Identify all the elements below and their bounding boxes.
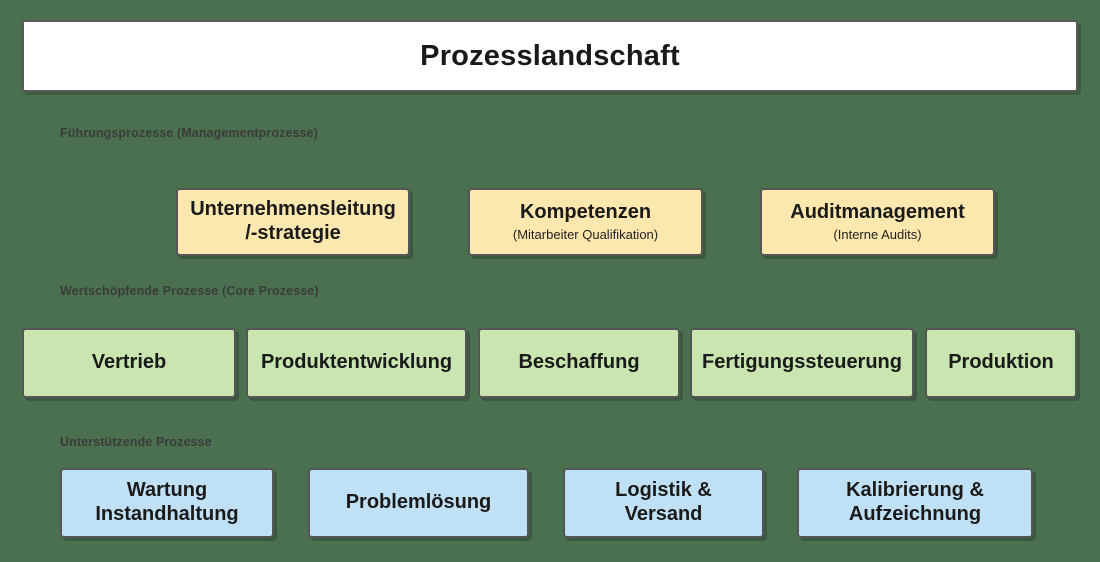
- process-box-title-line2: Versand: [624, 503, 703, 525]
- process-box-kalibrierung-aufzeichnung[interactable]: Kalibrierung & Aufzeichnung: [797, 468, 1033, 538]
- process-box-title-line2: Aufzeichnung: [848, 503, 982, 525]
- process-box-auditmanagement[interactable]: Auditmanagement (Interne Audits): [760, 188, 995, 256]
- process-box-unternehmensleitung[interactable]: Unternehmensleitung /-strategie: [176, 188, 410, 256]
- process-box-title: Unternehmensleitung: [190, 198, 396, 221]
- process-box-title: Produktion: [948, 351, 1054, 374]
- process-box-title: Produktentwicklung: [260, 351, 453, 374]
- process-box-title-line2: /-strategie: [245, 222, 341, 244]
- process-box-title: Problemlösung: [345, 491, 492, 514]
- section-label-support: Unterstützende Prozesse: [60, 435, 212, 449]
- process-box-produktion[interactable]: Produktion: [925, 328, 1077, 398]
- process-box-title: Auditmanagement: [790, 201, 965, 224]
- process-box-subtitle: (Interne Audits): [833, 227, 922, 242]
- process-box-title: Logistik &: [615, 479, 712, 502]
- process-box-title: Fertigungssteuerung: [701, 351, 902, 374]
- process-box-title: Kompetenzen: [519, 201, 652, 224]
- process-box-problemloesung[interactable]: Problemlösung: [308, 468, 529, 538]
- process-box-vertrieb[interactable]: Vertrieb: [22, 328, 236, 398]
- process-box-produktentwicklung[interactable]: Produktentwicklung: [246, 328, 467, 398]
- process-box-kompetenzen[interactable]: Kompetenzen (Mitarbeiter Qualifikation): [468, 188, 703, 256]
- process-box-title: Beschaffung: [518, 351, 640, 374]
- page-title: Prozesslandschaft: [420, 39, 680, 72]
- process-box-title: Vertrieb: [91, 351, 167, 374]
- process-box-logistik-versand[interactable]: Logistik & Versand: [563, 468, 764, 538]
- process-box-fertigungssteuerung[interactable]: Fertigungssteuerung: [690, 328, 914, 398]
- process-box-beschaffung[interactable]: Beschaffung: [478, 328, 680, 398]
- section-label-management: Führungsprozesse (Managementprozesse): [60, 126, 318, 140]
- process-box-subtitle: (Mitarbeiter Qualifikation): [512, 227, 659, 242]
- section-label-core: Wertschöpfende Prozesse (Core Prozesse): [60, 284, 319, 298]
- process-box-wartung-instandhaltung[interactable]: Wartung Instandhaltung: [60, 468, 274, 538]
- process-box-title: Kalibrierung &: [846, 479, 984, 502]
- process-box-title: Wartung: [126, 479, 208, 502]
- diagram-title-banner: Prozesslandschaft: [22, 20, 1078, 92]
- process-box-title-line2: Instandhaltung: [95, 503, 239, 525]
